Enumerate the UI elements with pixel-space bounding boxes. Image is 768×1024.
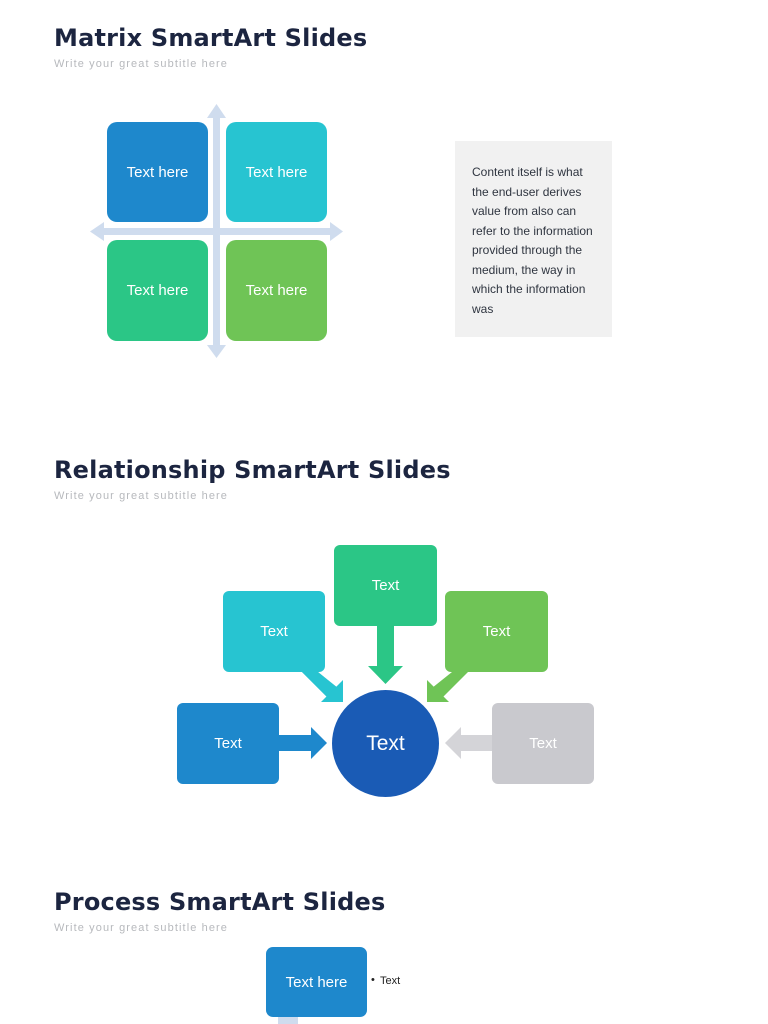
arrow-top-left [302,672,343,702]
arrow-right [445,727,492,759]
relationship-node-left: Text [177,703,279,784]
matrix-tile-top-left: Text here [107,122,208,222]
arrow-top-right [427,672,468,702]
relationship-node-top-left: Text [223,591,325,672]
process-bullet-marker: • [371,974,375,986]
process-title: Process SmartArt Slides [54,888,386,916]
relationship-center: Text [332,690,439,797]
relationship-node-top-right: Text [445,591,548,672]
arrow-top [368,625,403,684]
matrix-tile-bottom-left: Text here [107,240,208,341]
matrix-description: Content itself is what the end-user deri… [455,141,612,337]
process-step: Text here [266,947,367,1017]
matrix-subtitle: Write your great subtitle here [54,58,229,70]
matrix-title: Matrix SmartArt Slides [54,24,368,52]
process-subtitle: Write your great subtitle here [54,922,229,934]
relationship-node-top: Text [334,545,437,626]
relationship-title: Relationship SmartArt Slides [54,456,451,484]
relationship-node-right: Text [492,703,594,784]
relationship-subtitle: Write your great subtitle here [54,490,229,502]
matrix-tile-top-right: Text here [226,122,327,222]
process-bullet-text: Text [380,975,401,987]
arrow-left [279,727,327,759]
matrix-tile-bottom-right: Text here [226,240,327,341]
